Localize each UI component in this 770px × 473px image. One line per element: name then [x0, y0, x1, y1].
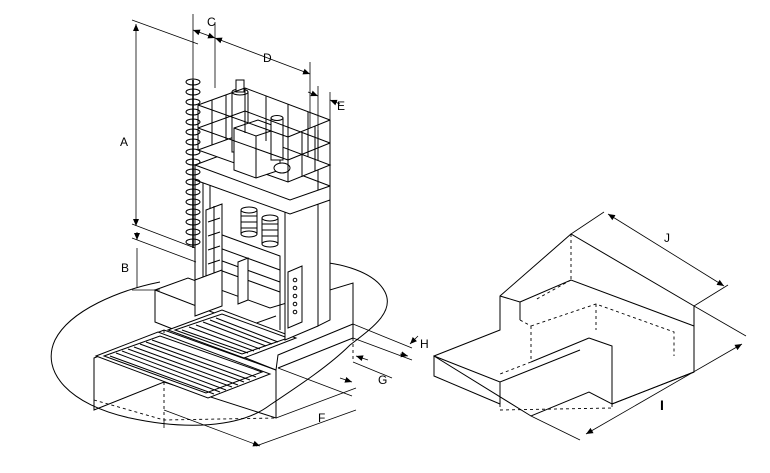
dim-label-h: H: [420, 337, 429, 351]
dim-label-d: D: [263, 51, 272, 65]
pit-top-outline: [432, 233, 695, 417]
dimension-lines-left: [131, 14, 419, 447]
dim-label-b: B: [121, 261, 129, 275]
spiral-staircase: [185, 78, 201, 248]
dimension-labels: A B C D E F G H I J: [120, 15, 670, 425]
dim-label-i: I: [660, 397, 664, 413]
grated-platform-front: [94, 331, 272, 399]
dim-label-c: C: [207, 15, 216, 29]
grated-platform-rear: [166, 309, 298, 359]
foundation-pit-detail: [432, 211, 747, 441]
dim-label-g: G: [378, 373, 387, 387]
dim-label-j: J: [664, 231, 670, 245]
dim-label-f: F: [318, 411, 325, 425]
ground-outline: [50, 261, 388, 426]
dim-label-a: A: [120, 135, 128, 149]
press-frame: [194, 128, 331, 341]
press-assembly: [50, 14, 419, 447]
top-deck: [196, 79, 332, 183]
hydraulic-cylinders: [240, 206, 279, 248]
dim-label-e: E: [337, 99, 345, 113]
pit-hidden-edges: [499, 234, 675, 411]
